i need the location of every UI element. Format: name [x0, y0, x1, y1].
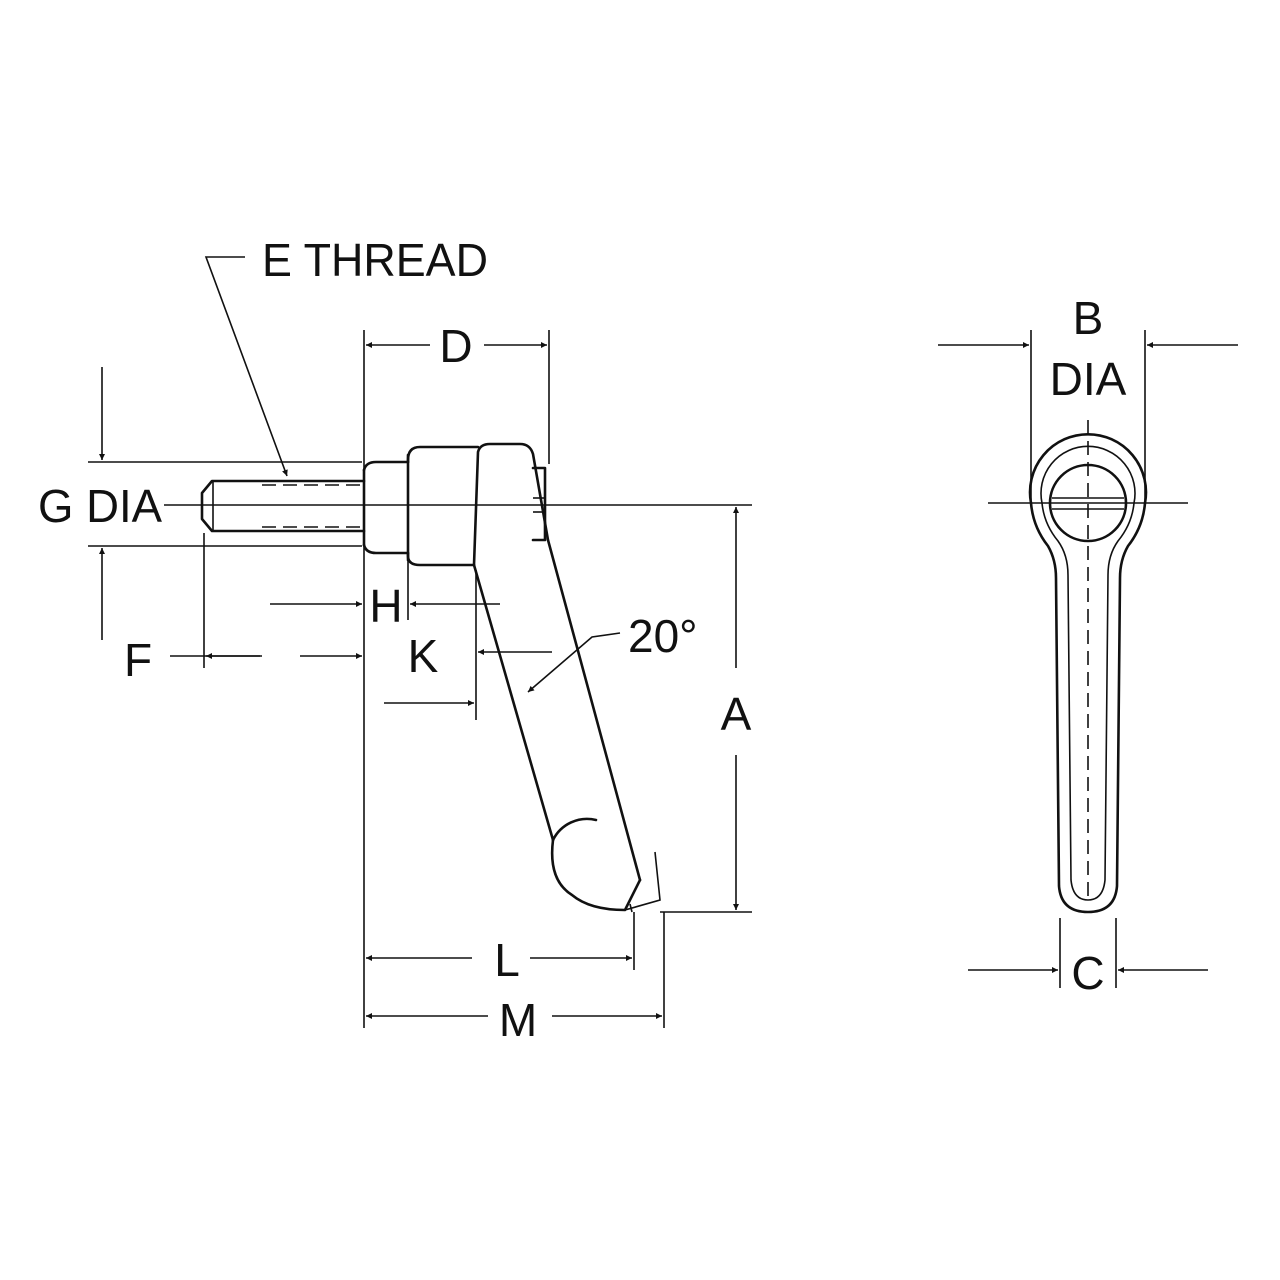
c-label: C: [1071, 947, 1104, 999]
b-label: B: [1073, 292, 1104, 344]
l-dimension: L: [366, 912, 635, 986]
threaded-stud: [200, 479, 366, 533]
a-label: A: [721, 688, 752, 740]
k-label: K: [408, 630, 439, 682]
d-dimension: D: [366, 320, 550, 464]
angle-label: 20°: [628, 610, 698, 662]
b-dia-label: DIA: [1050, 353, 1127, 405]
f-dimension: F: [124, 533, 362, 686]
lever-arm: [472, 442, 661, 913]
hub-cylinder: [406, 445, 480, 567]
a-dimension: A: [660, 507, 752, 913]
b-dia-dimension: B DIA: [938, 292, 1238, 500]
rear-cap: [531, 466, 547, 542]
g-dia-dimension: G DIA: [38, 367, 362, 640]
e-thread-label: E THREAD: [262, 234, 488, 286]
neck-shoulder: [362, 460, 410, 555]
angle-callout: 20°: [527, 610, 698, 693]
m-dimension: M: [366, 912, 665, 1046]
m-label: M: [499, 994, 537, 1046]
e-thread-callout: E THREAD: [204, 234, 488, 477]
h-label: H: [369, 580, 402, 632]
d-label: D: [439, 320, 472, 372]
end-view: B DIA C: [938, 292, 1238, 999]
l-label: L: [494, 934, 520, 986]
k-dimension: K: [384, 570, 552, 720]
side-view: E THREAD D G DIA H: [38, 234, 752, 1046]
c-dimension: C: [968, 918, 1208, 999]
g-dia-label: G DIA: [38, 480, 162, 532]
h-dimension: H: [270, 560, 500, 632]
lever-outline: [1028, 433, 1148, 914]
f-label: F: [124, 634, 152, 686]
